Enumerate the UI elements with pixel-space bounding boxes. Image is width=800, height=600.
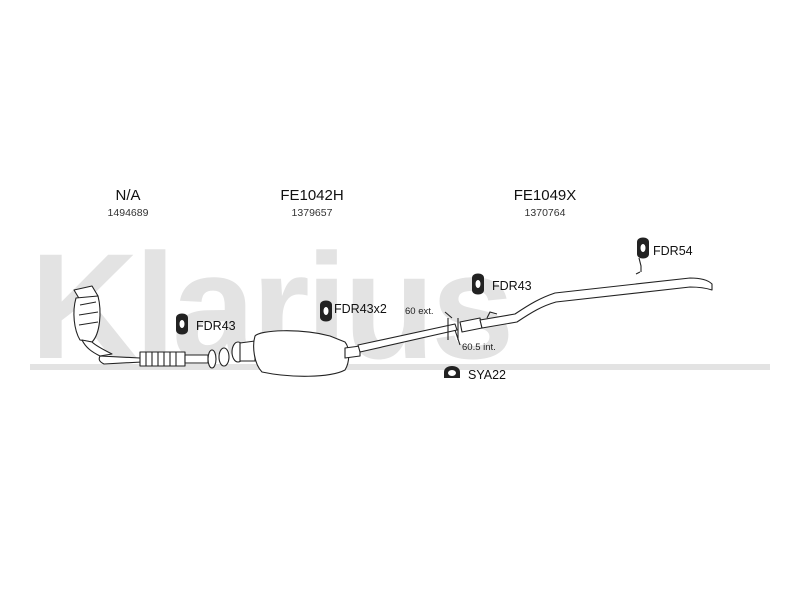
part-number-middle-silencer: 1379657: [292, 207, 333, 219]
catalytic-converter: [73, 285, 143, 365]
flexible-joint: [139, 349, 217, 369]
accessory-label: FDR43: [492, 279, 532, 293]
middle-silencer: [231, 330, 361, 377]
part-number-tail-pipe: 1370764: [525, 207, 566, 219]
rubber-hanger-fdr43-left: FDR43: [176, 313, 236, 335]
accessory-label: FDR43x2: [334, 302, 387, 316]
int-dimension-label: 60.5 int.: [462, 342, 496, 353]
flange-gasket: [218, 347, 230, 367]
ext-dimension-label: 60 ext.: [405, 306, 434, 317]
clamp-sya22: SYA22: [444, 366, 506, 382]
ext-dimension-line: [444, 311, 453, 319]
part-code-catalyst: N/A: [115, 187, 140, 204]
int-dimension-line: [454, 329, 461, 346]
tail-pipe: [479, 277, 713, 329]
rubber-hanger-fdr43x2: FDR43x2: [320, 300, 387, 322]
accessory-label: SYA22: [468, 368, 506, 382]
part-number-catalyst: 1494689: [108, 207, 149, 219]
pipe-joint: [447, 311, 498, 340]
rubber-hanger-fdr43-right: FDR43: [472, 273, 532, 295]
rubber-hanger-fdr54: FDR54: [637, 237, 693, 259]
accessory-label: FDR43: [196, 319, 236, 333]
watermark-underline: [30, 364, 770, 370]
intermediate-pipe: [357, 323, 458, 353]
hanger-hook: [635, 257, 642, 275]
part-code-middle-silencer: FE1042H: [280, 187, 343, 204]
part-code-tail-pipe: FE1049X: [514, 187, 577, 204]
accessory-label: FDR54: [653, 244, 693, 258]
